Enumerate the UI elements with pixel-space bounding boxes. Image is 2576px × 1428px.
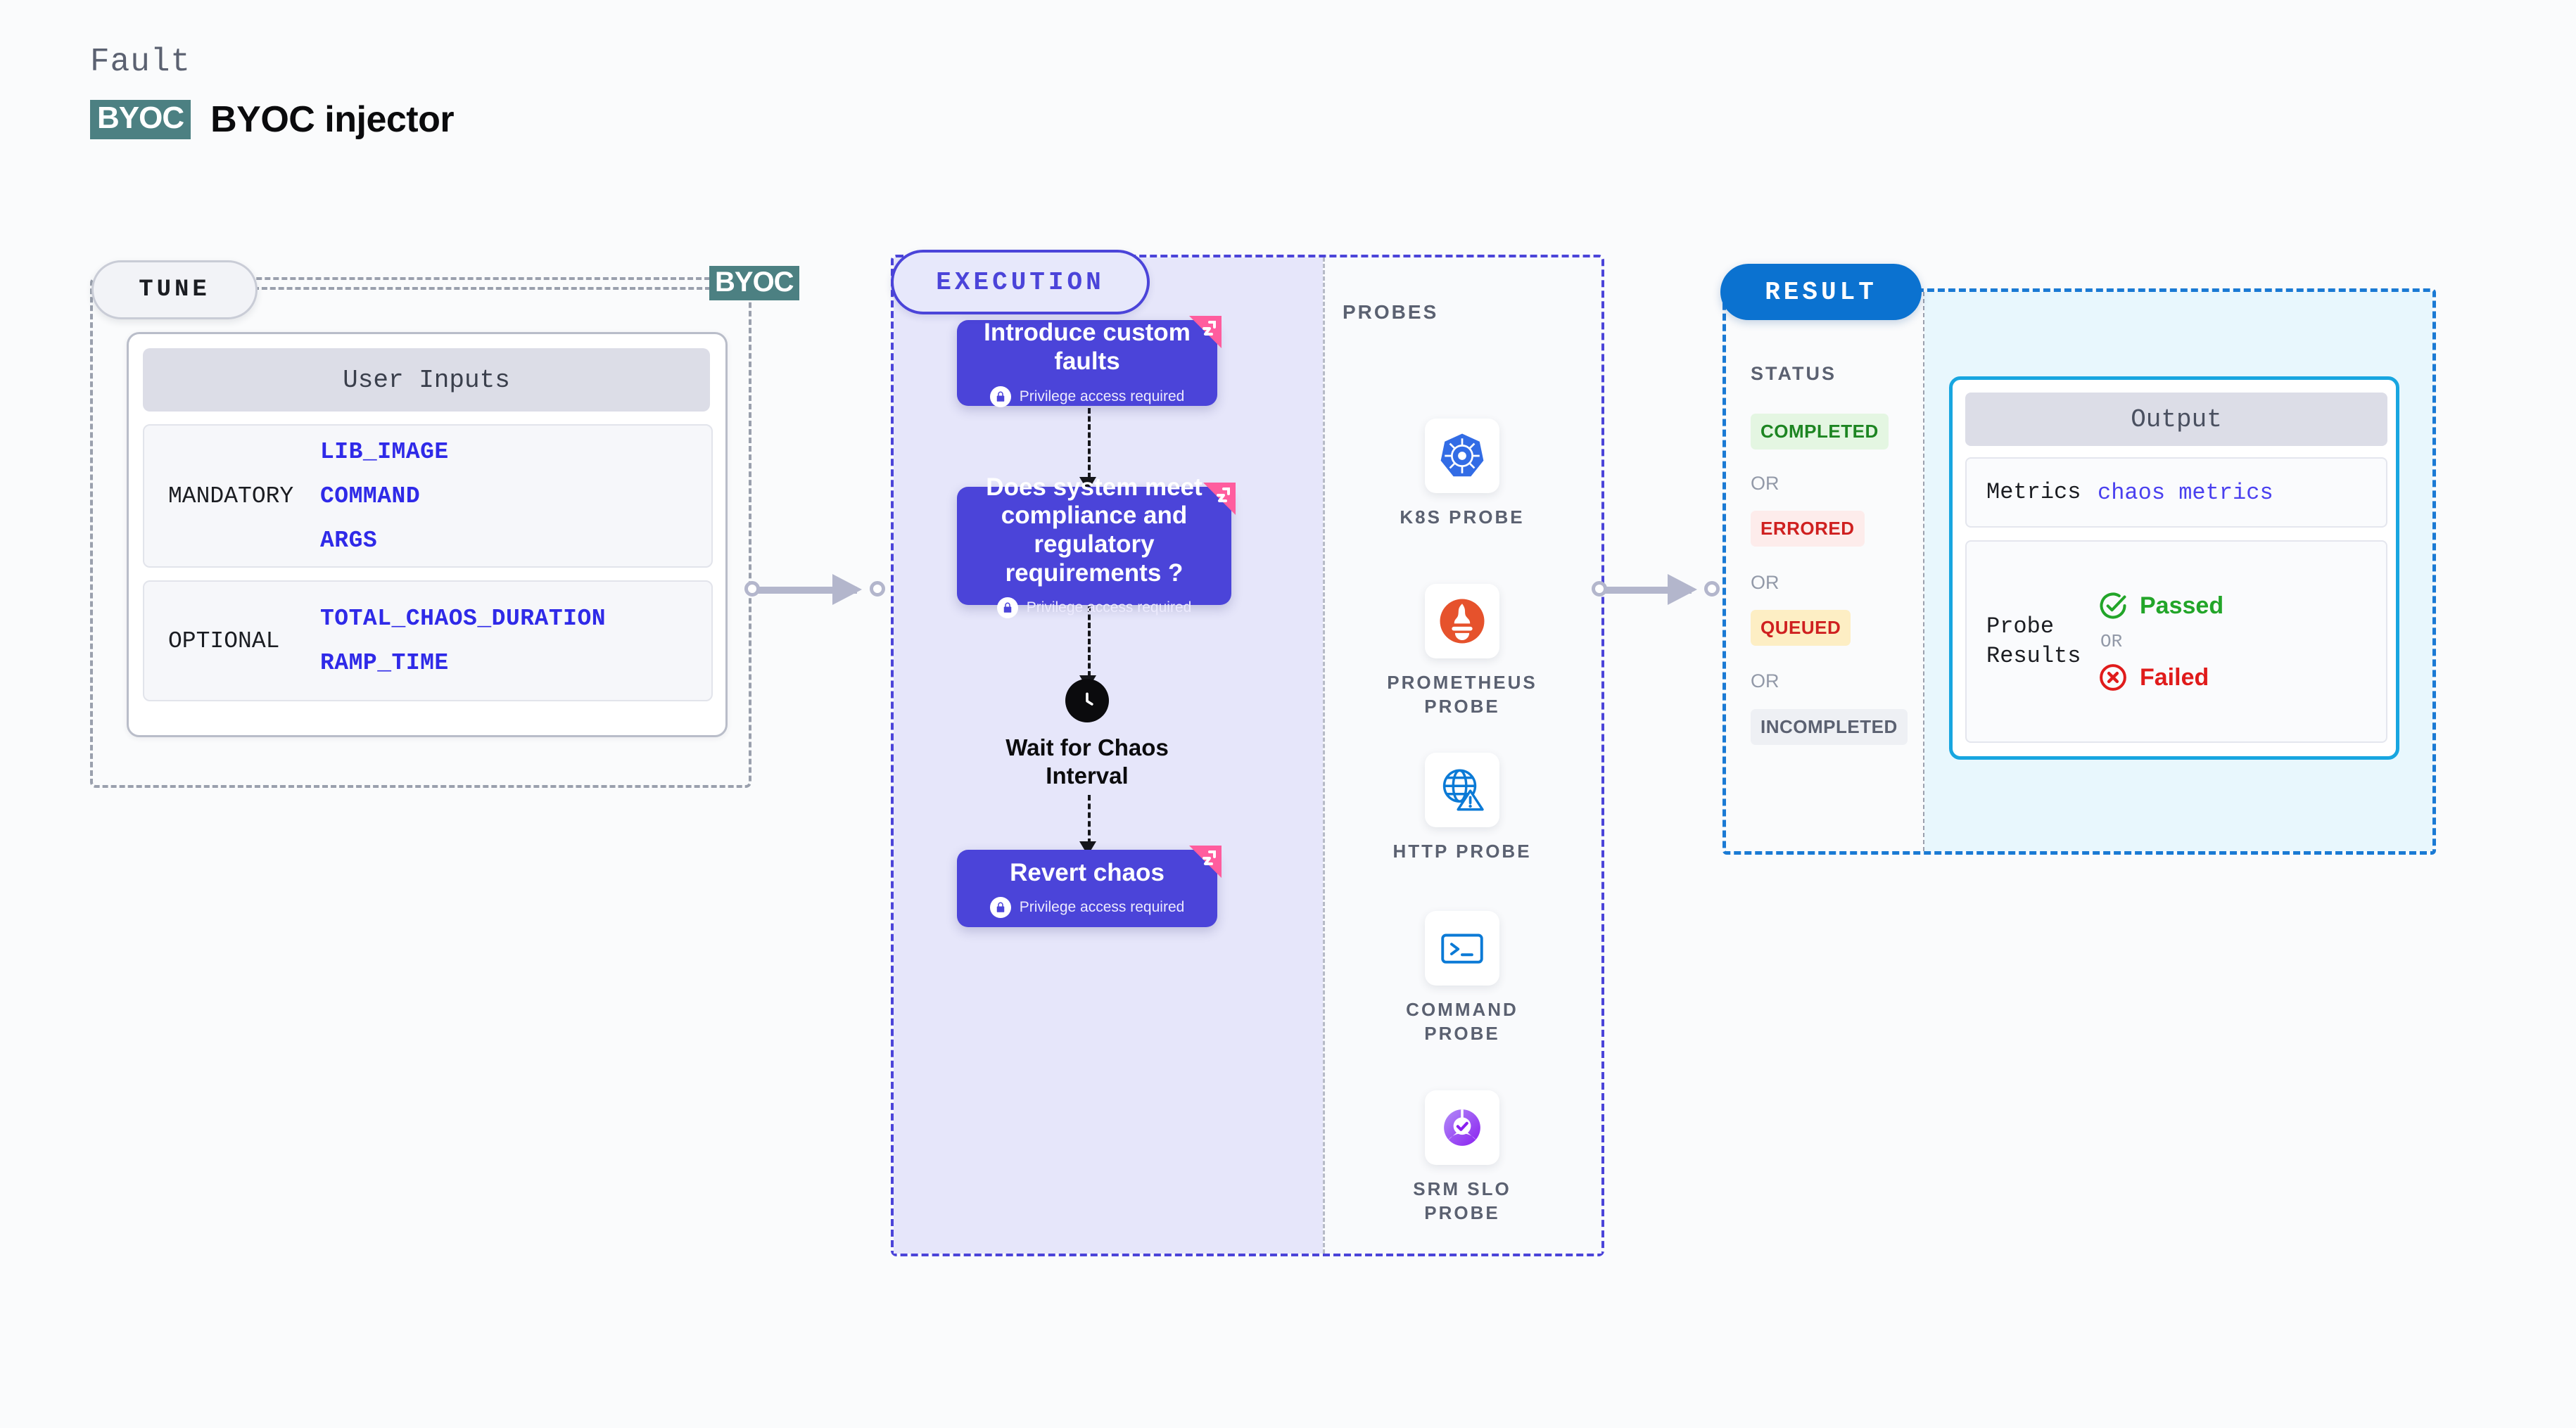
status-badge-incompleted: INCOMPLETED [1751,709,1908,745]
or-separator: OR [1751,670,1779,691]
probe-label: HTTP PROBE [1392,841,1532,862]
page-header: Fault BYOC BYOC injector [90,44,455,141]
lock-icon [989,385,1011,407]
chaos-flag-icon [1189,846,1222,878]
execution-background [894,257,1323,1254]
x-circle-icon [2100,664,2126,691]
clock-icon [1065,679,1109,722]
prometheus-icon [1425,584,1499,658]
probe-result-passed: Passed [2098,590,2223,621]
privilege-note: Privilege access required [996,597,1192,619]
check-circle-icon [2100,592,2126,619]
failed-label: Failed [2140,663,2209,691]
lock-icon [989,897,1011,919]
result-pill[interactable]: RESULT [1720,264,1922,320]
probe-k8s[interactable]: K8S PROBE [1378,419,1547,530]
privilege-note: Privilege access required [989,385,1185,407]
output-header: Output [1965,393,2387,446]
passed-label: Passed [2140,592,2224,619]
probe-results-key: Probe Results [1986,613,2081,669]
wait-node-label: Wait for Chaos Interval [1005,734,1169,789]
flow-arrow-2 [1088,606,1091,677]
mandatory-label: MANDATORY [168,483,294,509]
status-title: STATUS [1751,363,1836,384]
user-inputs-header: User Inputs [143,348,710,412]
or-separator: OR [1751,473,1779,494]
output-probe-results-row: Probe Results Passed OR Failed [1965,540,2387,743]
page-title: BYOC injector [210,99,455,140]
execution-pill[interactable]: EXECUTION [891,250,1150,314]
globe-warning-icon [1425,753,1499,827]
probes-title: PROBES [1343,301,1439,323]
node-wait-for-chaos-interval[interactable]: Wait for Chaos Interval [985,679,1189,789]
node-title: Introduce custom faults [984,319,1191,375]
param-args[interactable]: ARGS [320,527,378,554]
byoc-badge: BYOC [90,100,191,139]
terminal-icon [1425,911,1499,986]
output-metrics-row: Metrics chaos metrics [1965,457,2387,528]
connector-execution-to-result [1592,568,1725,611]
status-badge-completed: COMPLETED [1751,414,1889,450]
kubernetes-icon [1425,419,1499,493]
result-status-pane [1726,292,1924,851]
execution-container [891,255,1604,1256]
status-badge-errored: ERRORED [1751,511,1865,547]
mandatory-group: MANDATORY LIB_IMAGE COMMAND ARGS [143,424,713,568]
byoc-tag: BYOC [709,266,799,300]
status-badge-queued: QUEUED [1751,610,1851,646]
probe-http[interactable]: HTTP PROBE [1378,753,1547,864]
node-title: Does system meet compliance and regulato… [986,473,1203,587]
probe-command[interactable]: COMMAND PROBE [1378,911,1547,1046]
param-ramp-time[interactable]: RAMP_TIME [320,650,449,676]
probe-srm-slo[interactable]: SRM SLO PROBE [1378,1090,1547,1225]
node-compliance-check[interactable]: Does system meet compliance and regulato… [957,473,1236,619]
probe-results-values: Passed OR Failed [2098,590,2223,693]
optional-label: OPTIONAL [168,627,280,654]
title-row: BYOC BYOC injector [90,98,455,141]
or-separator: OR [1751,572,1779,593]
privilege-note: Privilege access required [989,897,1185,919]
metrics-value[interactable]: chaos metrics [2098,479,2273,506]
connector-tune-to-execution [744,568,892,611]
flow-arrow-3 [1088,795,1091,844]
fault-kicker: Fault [90,44,191,80]
connector-start-dot [744,581,760,597]
connector-end-dot [870,581,885,597]
connector-end-dot [1704,581,1720,597]
probe-label: PROMETHEUS PROBE [1387,672,1537,717]
connector-arrowhead [832,574,862,605]
srm-slo-icon [1425,1090,1499,1165]
optional-group: OPTIONAL TOTAL_CHAOS_DURATION RAMP_TIME [143,580,713,701]
param-total-chaos-duration[interactable]: TOTAL_CHAOS_DURATION [320,606,607,632]
flow-arrow-1 [1088,408,1091,478]
probe-label: SRM SLO PROBE [1413,1178,1511,1223]
output-card: Output Metrics chaos metrics Probe Resul… [1949,376,2399,760]
node-revert-chaos[interactable]: Revert chaos Privilege access required [957,846,1222,927]
or-separator: OR [2100,631,2123,652]
probe-result-failed: Failed [2098,662,2223,693]
param-command[interactable]: COMMAND [320,483,421,509]
probe-label: COMMAND PROBE [1406,999,1518,1044]
metrics-key: Metrics [1986,479,2081,506]
user-inputs-card: User Inputs MANDATORY LIB_IMAGE COMMAND … [127,332,728,737]
node-title: Revert chaos [1010,858,1165,886]
connector-start-dot [1592,581,1607,597]
privilege-text: Privilege access required [1026,599,1192,616]
probe-prometheus[interactable]: PROMETHEUS PROBE [1378,584,1547,719]
privilege-text: Privilege access required [1019,899,1185,916]
lock-icon [996,597,1018,619]
tune-connector-dashed-line [253,287,711,290]
optional-params: TOTAL_CHAOS_DURATION RAMP_TIME [320,606,606,676]
result-container [1722,288,2436,855]
privilege-text: Privilege access required [1019,388,1185,404]
tune-pill[interactable]: TUNE [91,260,258,319]
chaos-flag-icon [1203,483,1236,515]
param-lib-image[interactable]: LIB_IMAGE [320,438,449,465]
chaos-flag-icon [1189,316,1222,348]
node-introduce-custom-faults[interactable]: Introduce custom faults Privilege access… [957,316,1222,407]
mandatory-params: LIB_IMAGE COMMAND ARGS [320,439,449,554]
probe-label: K8S PROBE [1400,506,1525,528]
connector-arrowhead [1668,574,1697,605]
tune-container [90,277,751,788]
